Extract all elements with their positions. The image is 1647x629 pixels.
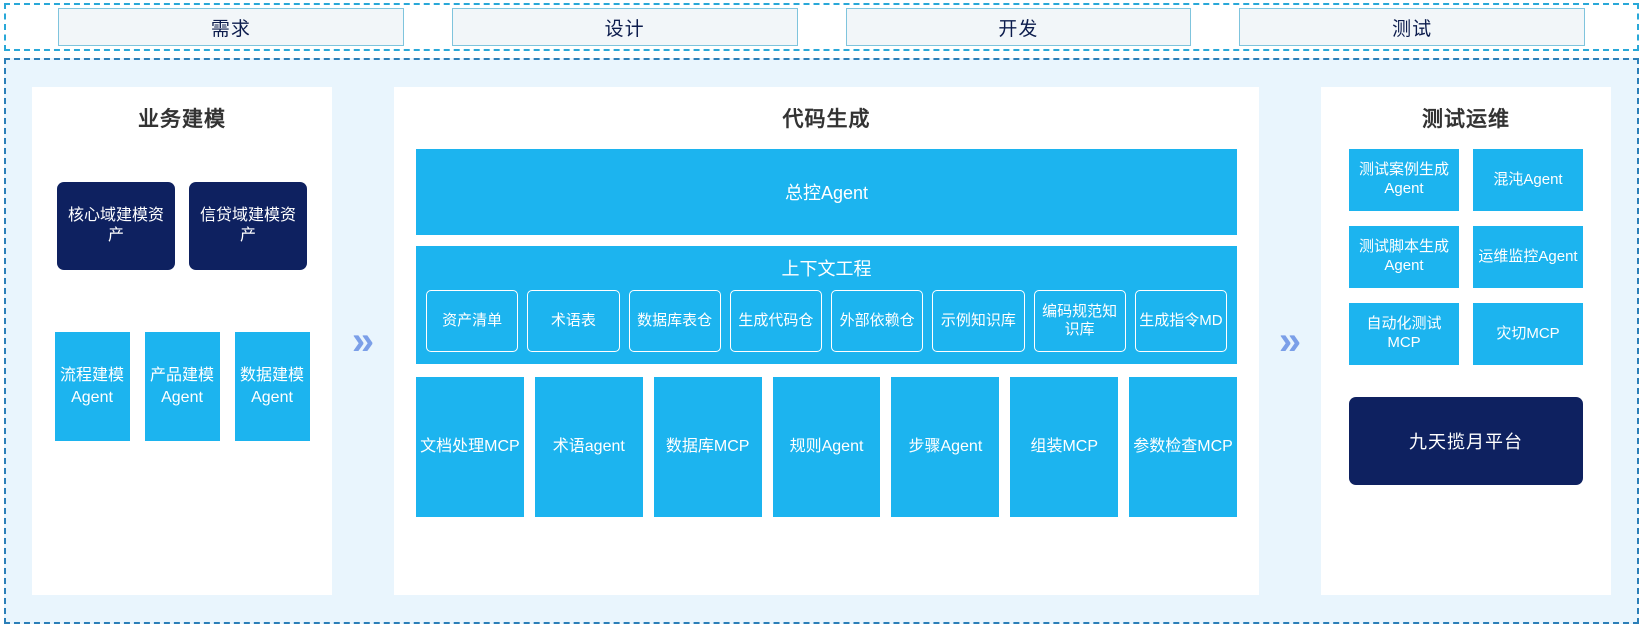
ops-monitoring-agent[interactable]: 运维监控Agent: [1473, 226, 1583, 288]
main-diagram-area: 业务建模 核心域建模资产 信贷域建模资产 流程建模Agent 产品建模Agent…: [4, 58, 1639, 624]
context-item-asset-list[interactable]: 资产清单: [426, 290, 519, 352]
test-script-generation-agent[interactable]: 测试脚本生成Agent: [1349, 226, 1459, 288]
tool-document-processing-mcp[interactable]: 文档处理MCP: [416, 377, 524, 517]
context-item-db-table-repo[interactable]: 数据库表仓: [628, 290, 721, 352]
phase-box-development[interactable]: 开发: [845, 8, 1192, 46]
automation-test-mcp[interactable]: 自动化测试MCP: [1349, 303, 1459, 365]
phase-box-design[interactable]: 设计: [451, 8, 798, 46]
context-item-example-knowledge-base[interactable]: 示例知识库: [932, 290, 1025, 352]
asset-core-domain[interactable]: 核心域建模资产: [57, 182, 175, 270]
chaos-agent[interactable]: 混沌Agent: [1473, 149, 1583, 211]
agent-process-modeling[interactable]: 流程建模Agent: [54, 332, 130, 441]
panel-test-operations: 测试运维 测试案例生成Agent 混沌Agent 测试脚本生成Agent 运维监…: [1321, 87, 1611, 595]
phase-box-requirements[interactable]: 需求: [58, 8, 404, 46]
tool-row: 文档处理MCP 术语agent 数据库MCP 规则Agent 步骤Agent 组…: [416, 377, 1238, 517]
tool-glossary-agent[interactable]: 术语agent: [534, 377, 643, 517]
panel-code-generation: 代码生成 总控Agent 上下文工程 资产清单 术语表 数据库表仓 生成代码仓 …: [394, 87, 1259, 595]
phase-strip: 需求 设计 开发 测试: [4, 3, 1639, 51]
phase-label: 需求: [210, 18, 251, 40]
context-item-external-dependency-repo[interactable]: 外部依赖仓: [831, 290, 924, 352]
panel-business-modeling: 业务建模 核心域建模资产 信贷域建模资产 流程建模Agent 产品建模Agent…: [32, 87, 332, 595]
context-engineering-title: 上下文工程: [781, 259, 872, 279]
tool-rule-agent[interactable]: 规则Agent: [772, 377, 881, 517]
chevron-right-icon-2: »: [1259, 60, 1321, 622]
panel-title: 业务建模: [138, 108, 226, 131]
chevron-glyph: »: [1278, 319, 1302, 363]
context-item-coding-standard-knowledge-base[interactable]: 编码规范知识库: [1033, 290, 1126, 352]
business-asset-row: 核心域建模资产 信贷域建模资产: [57, 182, 307, 270]
disaster-switch-mcp[interactable]: 灾切MCP: [1473, 303, 1583, 365]
chevron-glyph: »: [351, 319, 375, 363]
phase-label: 设计: [604, 18, 645, 40]
chevron-right-icon-1: »: [332, 60, 394, 622]
context-items-row: 资产清单 术语表 数据库表仓 生成代码仓 外部依赖仓 示例知识库 编码规范知识库…: [426, 290, 1227, 352]
phase-box-testing[interactable]: 测试: [1239, 8, 1585, 46]
business-agent-row: 流程建模Agent 产品建模Agent 数据建模Agent: [54, 332, 310, 441]
context-item-generation-instruction-md[interactable]: 生成指令MD: [1134, 290, 1227, 352]
tool-parameter-check-mcp[interactable]: 参数检查MCP: [1129, 377, 1238, 517]
context-item-glossary[interactable]: 术语表: [527, 290, 620, 352]
tool-assembly-mcp[interactable]: 组装MCP: [1010, 377, 1119, 517]
context-engineering-block: 上下文工程 资产清单 术语表 数据库表仓 生成代码仓 外部依赖仓 示例知识库 编…: [416, 246, 1237, 364]
agent-product-modeling[interactable]: 产品建模Agent: [144, 332, 220, 441]
asset-credit-domain[interactable]: 信贷域建模资产: [189, 182, 307, 270]
panel-title: 代码生成: [782, 108, 871, 131]
agent-data-modeling[interactable]: 数据建模Agent: [234, 332, 310, 441]
jiutian-lanyue-platform[interactable]: 九天揽月平台: [1349, 397, 1583, 485]
test-ops-grid: 测试案例生成Agent 混沌Agent 测试脚本生成Agent 运维监控Agen…: [1349, 149, 1583, 365]
panel-title: 测试运维: [1422, 108, 1510, 131]
phase-label: 测试: [1392, 18, 1433, 40]
test-case-generation-agent[interactable]: 测试案例生成Agent: [1349, 149, 1459, 211]
control-agent-box[interactable]: 总控Agent: [416, 149, 1237, 235]
tool-database-mcp[interactable]: 数据库MCP: [653, 377, 762, 517]
phase-label: 开发: [998, 18, 1039, 40]
context-item-generated-code-repo[interactable]: 生成代码仓: [729, 290, 822, 352]
tool-step-agent[interactable]: 步骤Agent: [891, 377, 1000, 517]
